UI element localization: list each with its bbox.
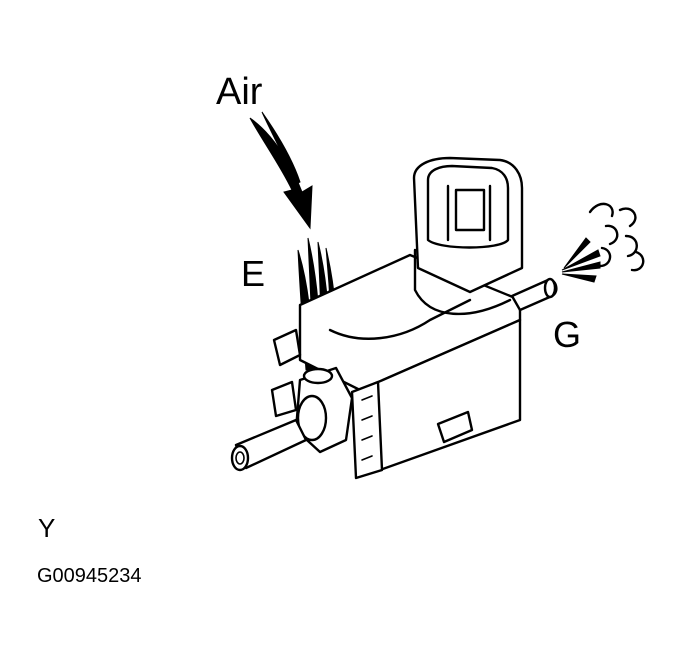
port-g-nipple bbox=[510, 277, 558, 312]
figure-id: G00945234 bbox=[37, 565, 142, 587]
air-outflow-puff-icon bbox=[561, 202, 645, 283]
air-label: Air bbox=[216, 71, 263, 113]
air-inflow-arrow-icon bbox=[249, 111, 313, 230]
port-e-label: E bbox=[241, 253, 266, 294]
port-g-label: G bbox=[553, 314, 582, 355]
connector-housing bbox=[412, 156, 524, 294]
view-label: Y bbox=[38, 513, 56, 543]
port-e-fitting bbox=[230, 366, 354, 472]
